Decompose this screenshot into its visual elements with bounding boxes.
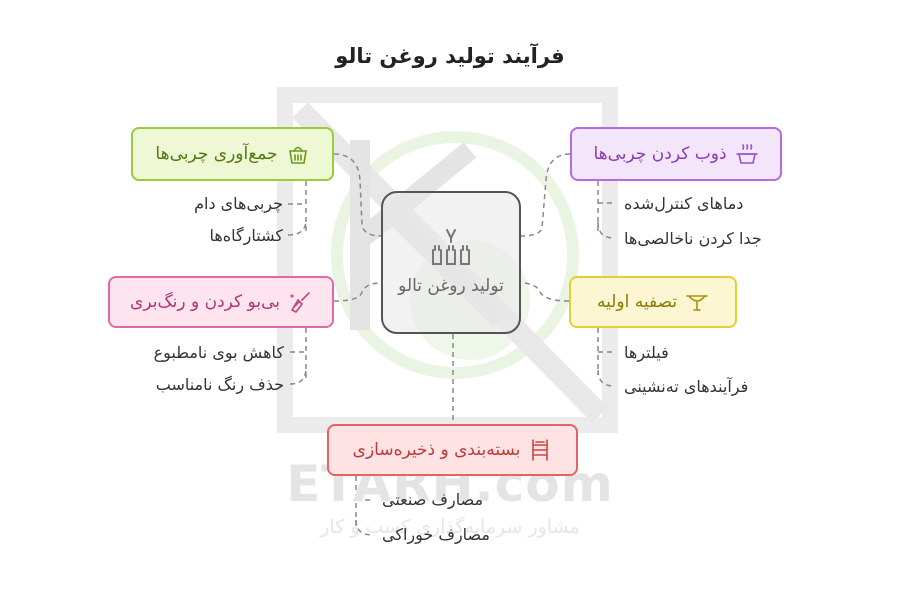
step-package-label: بسته‌بندی و ذخیره‌سازی <box>352 440 521 460</box>
step-refine-label: تصفیه اولیه <box>596 292 678 312</box>
step-melt-label: ذوب کردن چربی‌ها <box>593 144 727 164</box>
step-deodorize-label: بی‌بو کردن و رنگ‌بری <box>130 292 280 312</box>
step-melt-fat: ذوب کردن چربی‌ها <box>570 127 782 181</box>
step-collect-fat: جمع‌آوری چربی‌ها <box>131 127 334 181</box>
package-item-2: مصارف خوراکی <box>382 525 490 544</box>
bottles-icon <box>432 228 470 265</box>
step-collect-label: جمع‌آوری چربی‌ها <box>155 144 278 164</box>
cleaning-brush-icon <box>290 292 310 314</box>
step-deodorize: بی‌بو کردن و رنگ‌بری <box>108 276 334 328</box>
step-refine: تصفیه اولیه <box>569 276 737 328</box>
refine-item-2: فرآیندهای ته‌نشینی <box>624 377 749 396</box>
center-label: تولید روغن تالو <box>398 275 504 296</box>
storage-rack-icon <box>532 439 549 461</box>
melt-item-2: جدا کردن ناخالصی‌ها <box>624 229 762 248</box>
melting-pot-icon <box>735 144 758 164</box>
diagram-title: فرآیند تولید روغن تالو <box>335 44 565 68</box>
center-node: تولید روغن تالو <box>381 191 521 334</box>
step-package-store: بسته‌بندی و ذخیره‌سازی <box>327 424 578 476</box>
watermark-tagline: مشاور سرمایه‌گذاری کسب و کار <box>320 516 580 538</box>
deodorize-item-1: کاهش بوی نامطبوع <box>153 343 284 362</box>
package-item-1: مصارف صنعتی <box>382 490 484 509</box>
refine-item-1: فیلترها <box>624 343 669 362</box>
collect-item-1: چربی‌های دام <box>194 194 283 213</box>
collect-item-2: کشتارگاه‌ها <box>209 226 283 245</box>
filter-icon <box>686 295 708 311</box>
basket-icon <box>288 146 307 164</box>
deodorize-item-2: حذف رنگ نامناسب <box>155 375 284 394</box>
melt-item-1: دماهای کنترل‌شده <box>624 194 744 213</box>
